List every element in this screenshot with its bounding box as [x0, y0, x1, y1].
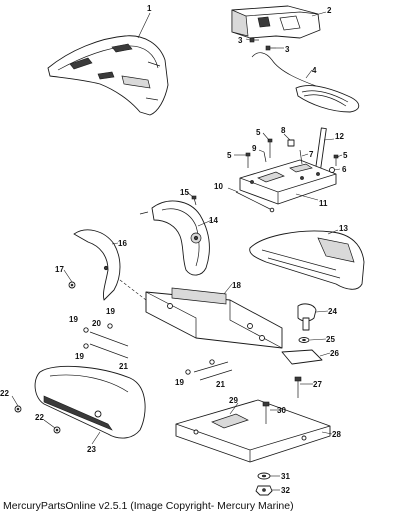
callout-26: 26: [330, 349, 339, 358]
callout-23: 23: [87, 445, 96, 454]
callout-21a: 21: [119, 362, 128, 371]
part-16-curved-guide[interactable]: [73, 229, 121, 301]
callout-21b: 21: [216, 380, 225, 389]
callout-3b: 3: [285, 45, 290, 54]
callout-19b: 19: [106, 307, 115, 316]
callout-13: 13: [339, 224, 348, 233]
callout-27: 27: [313, 380, 322, 389]
callout-32: 32: [281, 486, 290, 495]
part-4-cable-strap[interactable]: [251, 52, 360, 113]
callout-leader-lines: [11, 11, 343, 491]
callout-25: 25: [326, 335, 335, 344]
callout-19c: 19: [75, 352, 84, 361]
part-10-pin[interactable]: [235, 191, 275, 213]
callout-15: 15: [180, 188, 189, 197]
callout-5a: 5: [256, 128, 261, 137]
part-27-bolt[interactable]: [294, 376, 302, 398]
parts-5-to-9-hardware[interactable]: [245, 138, 339, 173]
part-11-control-plate[interactable]: [239, 159, 337, 205]
callout-5b: 5: [227, 151, 232, 160]
callout-17: 17: [55, 265, 64, 274]
callout-19d: 19: [175, 378, 184, 387]
part-1-top-cover[interactable]: [47, 35, 169, 116]
callout-31: 31: [281, 472, 290, 481]
callout-1: 1: [147, 4, 152, 13]
part-24-knob[interactable]: [297, 303, 317, 331]
part-22-screws[interactable]: [14, 405, 61, 434]
part-26-small-plate[interactable]: [281, 349, 323, 365]
callout-24: 24: [328, 307, 337, 316]
callout-8: 8: [281, 126, 286, 135]
callout-20: 20: [92, 319, 101, 328]
callout-19a: 19: [69, 315, 78, 324]
callout-16: 16: [118, 239, 127, 248]
part-13-side-cover[interactable]: [249, 230, 365, 290]
callout-labels: 1 2 3 3 4 5 5 5 6 7 8 9 10 11 12 13 14 1…: [0, 4, 348, 495]
callout-12: 12: [335, 132, 344, 141]
part-3-screws[interactable]: [249, 37, 276, 51]
part-14-arm-bracket[interactable]: [139, 200, 210, 276]
callout-5c: 5: [343, 151, 348, 160]
part-32-nut[interactable]: [255, 485, 273, 496]
callout-22a: 22: [0, 389, 9, 398]
callout-11: 11: [319, 199, 328, 208]
callout-6: 6: [342, 165, 347, 174]
callout-18: 18: [232, 281, 241, 290]
part-17-fastener[interactable]: [68, 281, 76, 289]
part-25-washer[interactable]: [298, 337, 310, 343]
callout-3a: 3: [238, 36, 243, 45]
part-23-lower-cover[interactable]: [34, 365, 146, 439]
part-2-bracket-housing[interactable]: [231, 5, 321, 39]
part-30-bolt[interactable]: [262, 401, 270, 424]
callout-14: 14: [209, 216, 218, 225]
callout-22b: 22: [35, 413, 44, 422]
callout-30: 30: [277, 406, 286, 415]
parts-19-21-pins-and-clips[interactable]: [83, 323, 233, 381]
callout-28: 28: [332, 430, 341, 439]
part-29-label-plate[interactable]: [211, 413, 249, 429]
callout-2: 2: [327, 6, 332, 15]
part-31-washer[interactable]: [257, 472, 271, 480]
callout-10: 10: [214, 182, 223, 191]
callout-29: 29: [229, 396, 238, 405]
part-15-screw[interactable]: [191, 195, 197, 206]
copyright-footer: MercuryPartsOnline v2.5.1 (Image Copyrig…: [3, 500, 294, 512]
part-18-mounting-bracket[interactable]: [119, 279, 283, 349]
callout-9: 9: [252, 144, 257, 153]
callout-4: 4: [312, 66, 317, 75]
part-28-base-plate[interactable]: [175, 399, 331, 463]
callout-7: 7: [309, 150, 314, 159]
